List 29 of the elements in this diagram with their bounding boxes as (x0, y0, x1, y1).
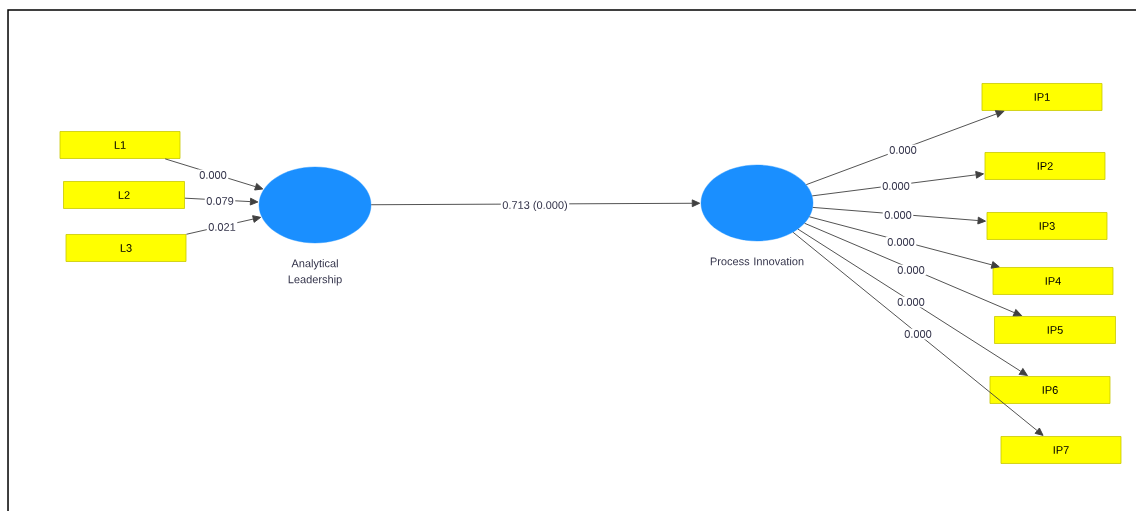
edge-label: 0.000 (885, 236, 917, 248)
indicator-box: L3 (65, 234, 187, 262)
edge-label: 0.021 (206, 221, 238, 233)
arrow (808, 216, 1000, 269)
edge-label: 0.079 (204, 195, 236, 207)
indicator-box: IP6 (989, 376, 1111, 404)
edge-label: 0.713 (0.000) (500, 199, 570, 213)
arrow (792, 231, 1044, 436)
arrow (797, 228, 1028, 376)
node-label: Analytical Leadership (288, 259, 342, 286)
indicator-box: IP7 (1000, 436, 1122, 464)
edge-label: 0.000 (902, 328, 934, 340)
arrow (812, 206, 986, 225)
edge-label: 0.000 (880, 180, 912, 192)
arrow (804, 222, 1022, 317)
edge-label: 0.000 (887, 144, 919, 156)
edge-label: 0.000 (895, 296, 927, 308)
indicator-box: IP1 (981, 83, 1103, 111)
indicator-box: IP2 (984, 152, 1106, 180)
indicator-box: L1 (59, 131, 181, 159)
edge-label: 0.000 (895, 264, 927, 276)
indicator-box: IP5 (994, 316, 1116, 344)
edge-label: 0.000 (882, 209, 914, 221)
indicator-box: IP4 (992, 267, 1114, 295)
indicator-box: IP3 (986, 212, 1108, 240)
edge-label: 0.000 (197, 169, 229, 181)
indicator-box: L2 (63, 181, 185, 209)
node-label: Process Innovation (710, 257, 804, 266)
arrow (805, 110, 1005, 186)
